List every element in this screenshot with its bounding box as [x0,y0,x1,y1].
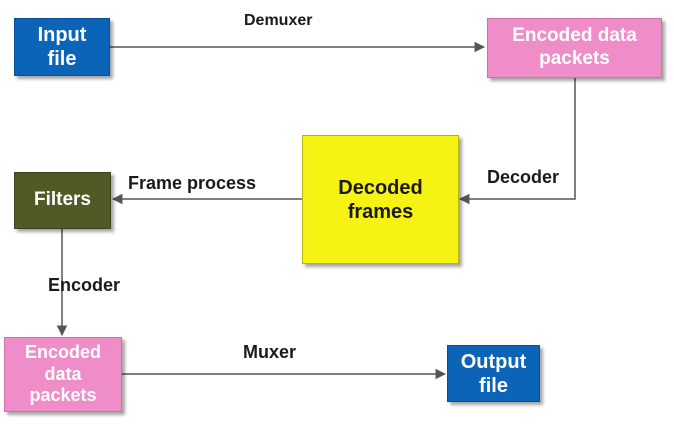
output-file-node: Output file [447,345,540,402]
encoded-packets-top-node: Encoded data packets [487,18,662,78]
decoder-label: Decoder [487,167,560,187]
decoded-frames-label: Decoded frames [338,176,423,223]
filters-node: Filters [14,172,111,229]
encoded-packets-bottom-node: Encoded data packets [4,337,122,412]
input-file-label: Input file [37,24,87,70]
decoded-frames-node: Decoded frames [302,135,459,264]
filters-label: Filters [33,189,92,211]
encoded-packets-top-label: Encoded data packets [512,25,637,69]
input-file-node: Input file [14,18,110,76]
encoded-packets-bottom-label: Encoded data packets [24,342,101,406]
frame-process-label: Frame process [128,173,257,193]
arrow-encoded-to-decoded [458,78,576,205]
output-file-label: Output file [460,350,527,397]
demuxer-label: Demuxer [244,12,313,29]
muxer-label: Muxer [243,342,297,362]
encoder-label: Encoder [48,275,121,295]
